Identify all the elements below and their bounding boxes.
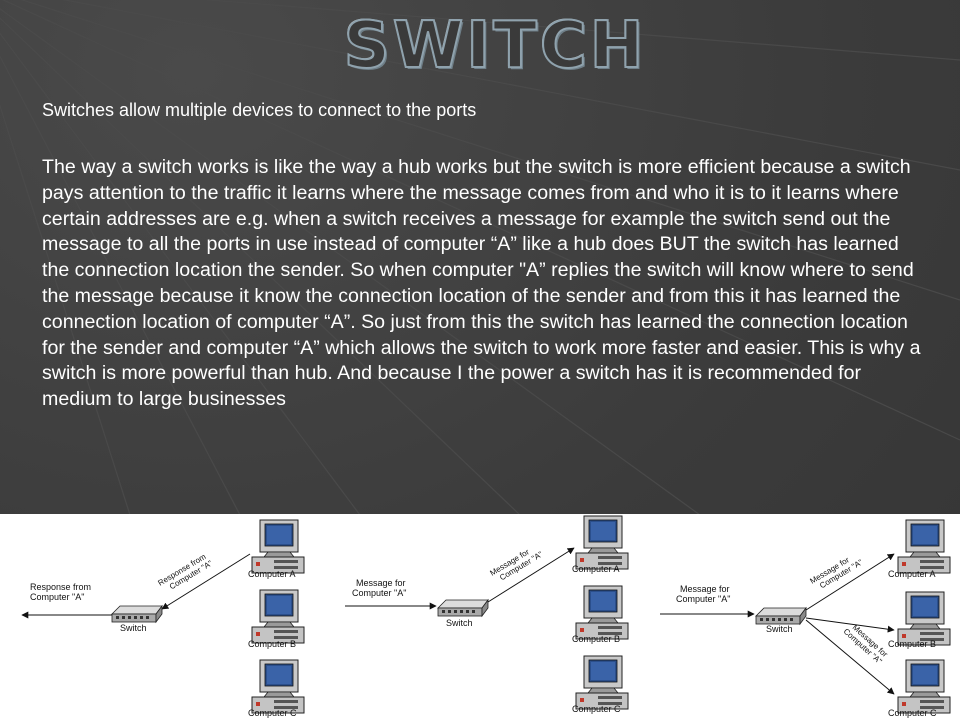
d3-computer-b-label: Computer B bbox=[888, 639, 936, 649]
diagram-1: Response from Computer "A" Switch Respon… bbox=[21, 519, 305, 718]
d1-input-label-line1: Response from bbox=[30, 582, 91, 592]
d1-computer-a-icon bbox=[251, 519, 305, 574]
d2-computer-a-icon bbox=[575, 515, 629, 570]
intro-text: Switches allow multiple devices to conne… bbox=[42, 100, 477, 120]
switch-diagram-svg: Response from Computer "A" Switch Respon… bbox=[21, 515, 951, 718]
d3-computer-c-label: Computer C bbox=[888, 708, 937, 718]
d2-computer-a-label: Computer A bbox=[572, 564, 620, 574]
d1-computer-b-label: Computer B bbox=[248, 639, 296, 649]
body-text: The way a switch works is like the way a… bbox=[42, 156, 921, 411]
d2-input-label-line1: Message for bbox=[356, 578, 406, 588]
d3-input-label-line2: Computer "A" bbox=[676, 594, 730, 604]
d2-switch-label: Switch bbox=[446, 618, 473, 628]
d3-input-label-line1: Message for bbox=[680, 584, 730, 594]
d1-switch-icon bbox=[111, 605, 163, 623]
diagram-2: Message for Computer "A" Switch Message … bbox=[345, 515, 629, 714]
d1-computer-a-label: Computer A bbox=[248, 569, 296, 579]
d2-computer-b-label: Computer B bbox=[572, 634, 620, 644]
d2-computer-c-icon bbox=[575, 655, 629, 710]
background-rays bbox=[0, 0, 960, 515]
d3-computer-a-icon bbox=[897, 519, 951, 574]
d3-computer-a-label: Computer A bbox=[888, 569, 936, 579]
d1-computer-b-icon bbox=[251, 589, 305, 644]
d3-switch-icon bbox=[755, 607, 807, 625]
d3-switch-label: Switch bbox=[766, 624, 793, 634]
d3-computer-b-icon bbox=[897, 591, 951, 646]
diagram-3: Message for Computer "A" Switch Message … bbox=[660, 519, 951, 718]
d1-switch-label: Switch bbox=[120, 623, 147, 633]
d3-computer-c-icon bbox=[897, 659, 951, 714]
d2-switch-icon bbox=[437, 599, 489, 617]
switch-diagram-figure: Response from Computer "A" Switch Respon… bbox=[0, 514, 960, 720]
slide-title: Switch bbox=[343, 8, 647, 84]
d1-computer-c-icon bbox=[251, 659, 305, 714]
d2-computer-c-label: Computer C bbox=[572, 704, 621, 714]
d1-computer-c-label: Computer C bbox=[248, 708, 297, 718]
d1-input-label-line2: Computer "A" bbox=[30, 592, 84, 602]
d2-input-label-line2: Computer "A" bbox=[352, 588, 406, 598]
d2-computer-b-icon bbox=[575, 585, 629, 640]
